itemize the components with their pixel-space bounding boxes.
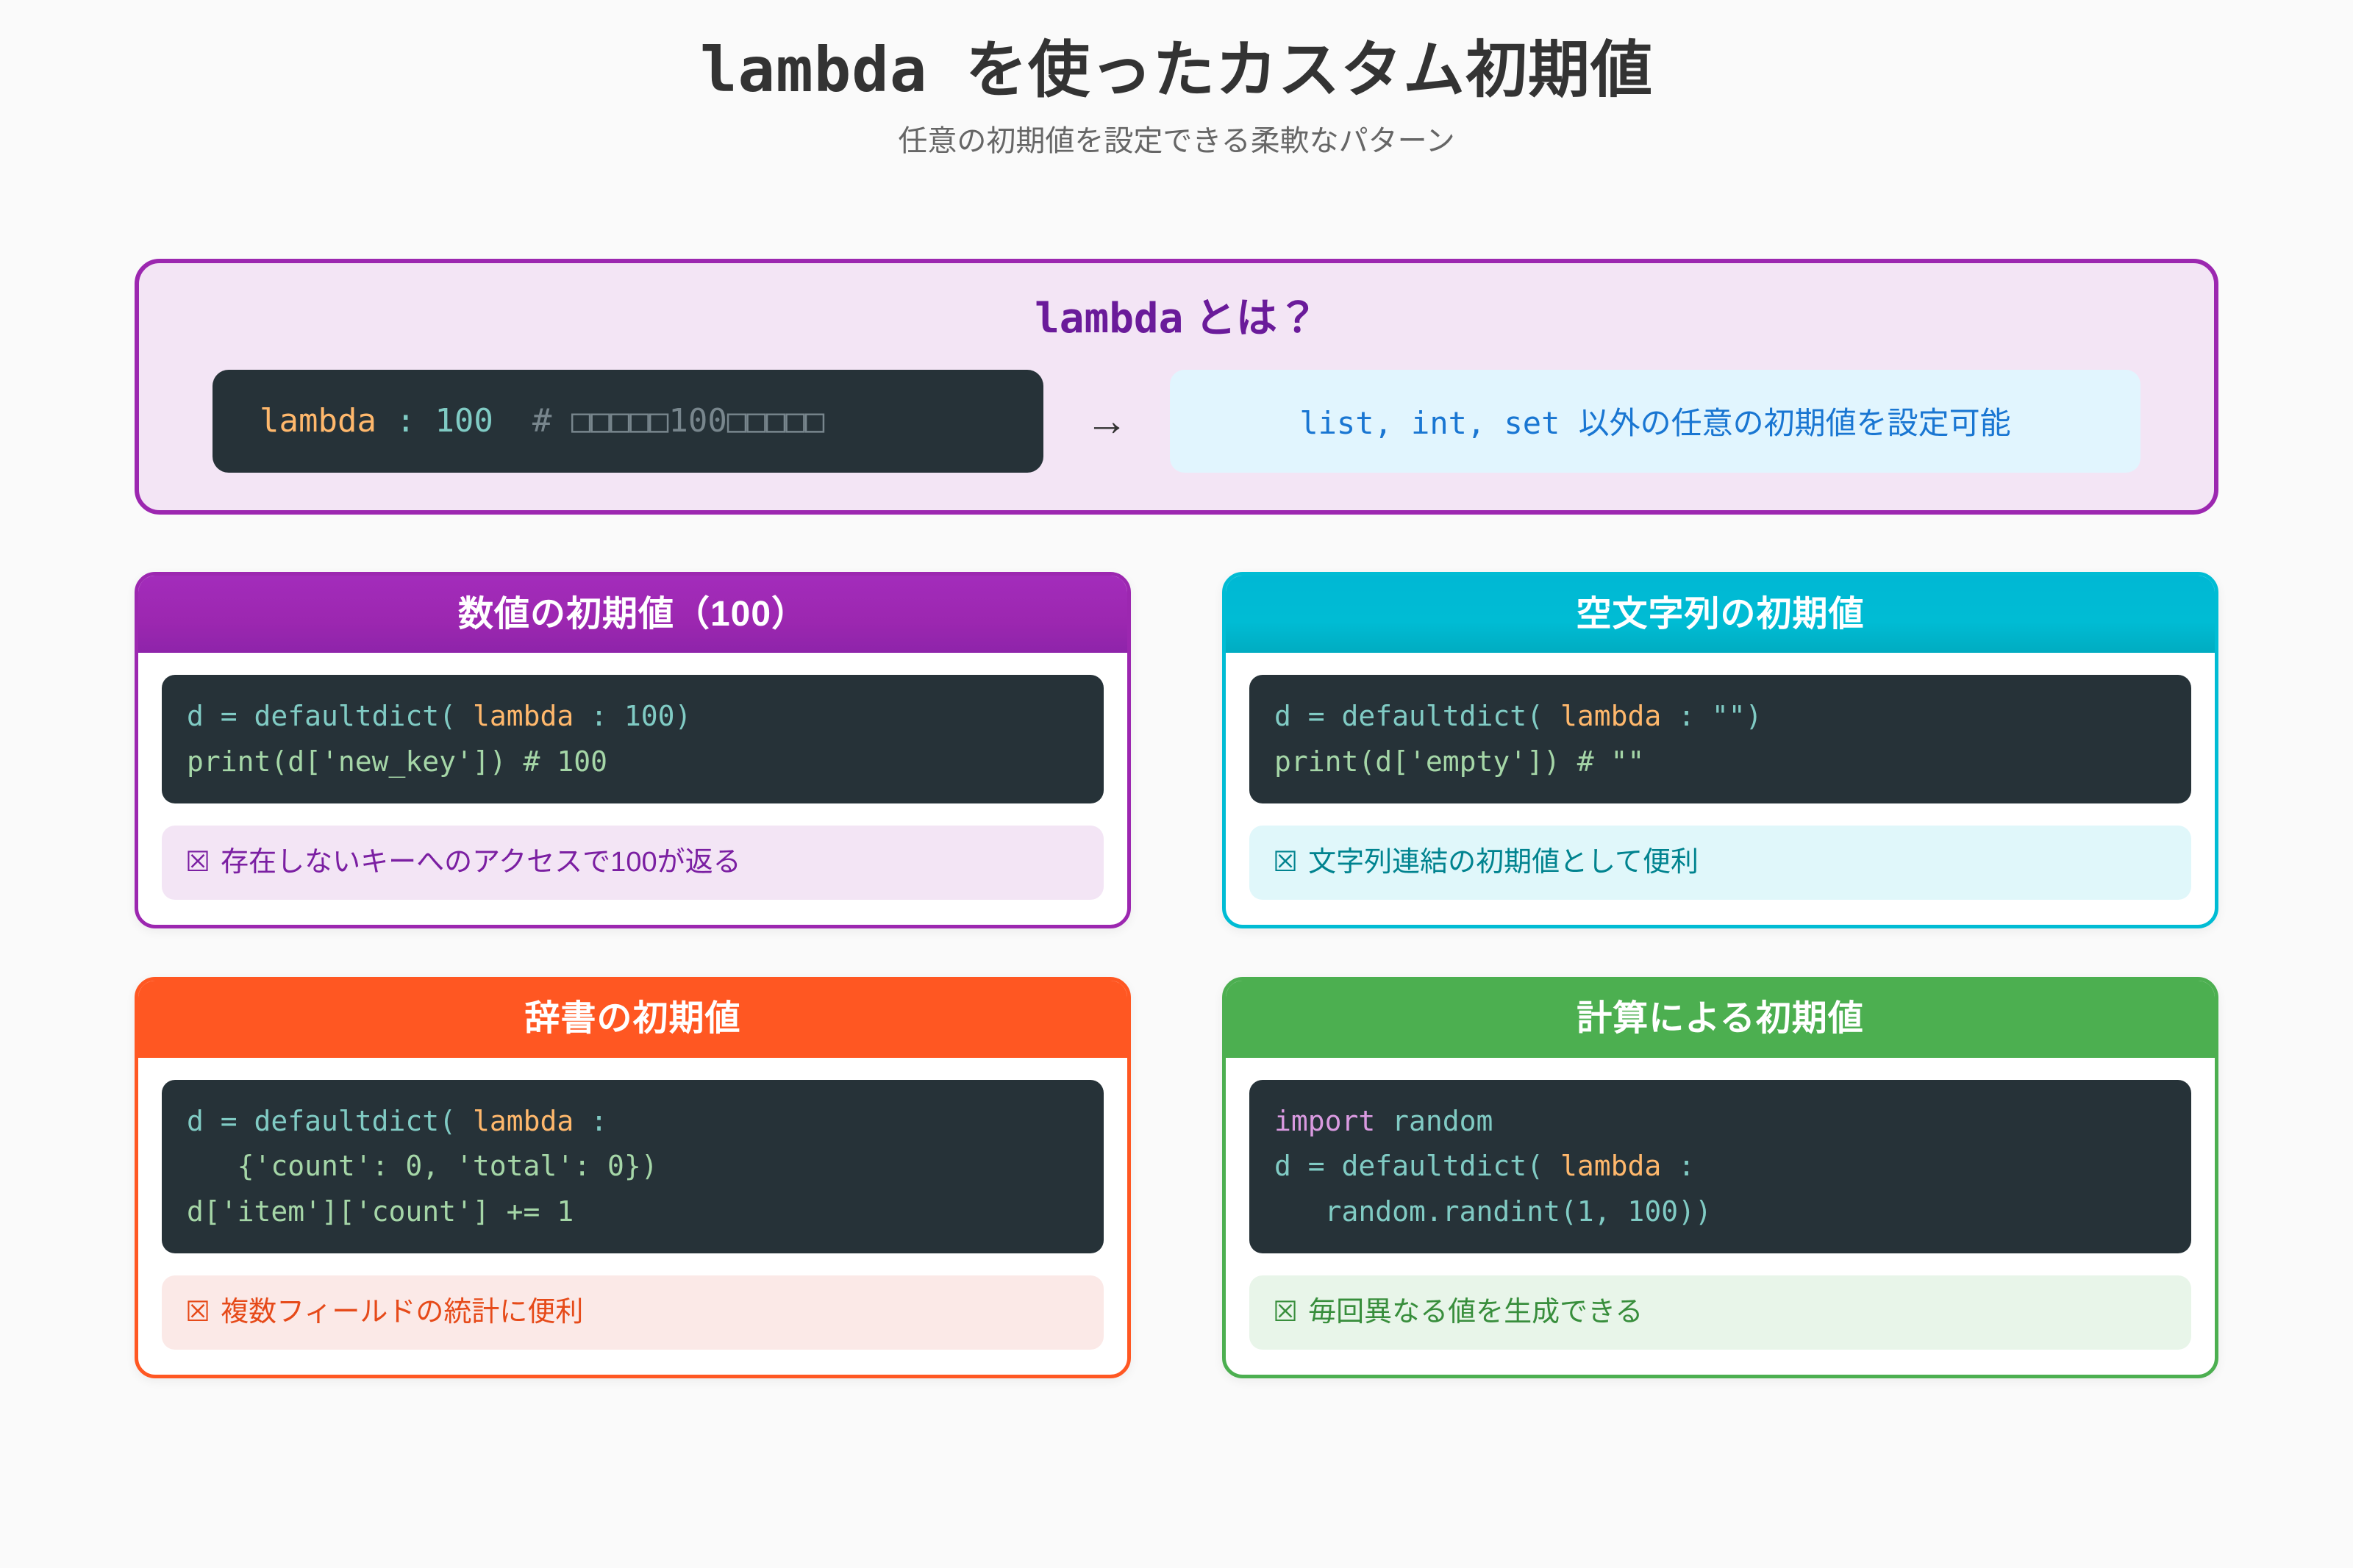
- checkbox-x-icon: ☒: [185, 1295, 211, 1328]
- page-title: lambda を使ったカスタム初期値: [0, 35, 2353, 104]
- code-line: import random: [1274, 1099, 2166, 1145]
- code-line: print(d['new_key']) # 100: [187, 740, 1079, 785]
- page-header: lambda を使ったカスタム初期値 任意の初期値を設定できる柔軟なパターン: [0, 0, 2353, 159]
- code-token: lambda: [1560, 1150, 1662, 1183]
- intro-code-comment: # □□□□□100□□□□□: [493, 402, 825, 440]
- code-token: d = defaultdict(: [187, 1104, 473, 1137]
- arrow-right-icon: →: [1085, 396, 1128, 445]
- checkbox-x-icon: ☒: [1273, 1295, 1299, 1328]
- card-body-empty-string-default: d = defaultdict( lambda : "") print(d['em…: [1226, 653, 2215, 925]
- code-token: import: [1274, 1104, 1376, 1137]
- intro-code-keyword: lambda: [260, 402, 376, 440]
- code-block-empty-string-default: d = defaultdict( lambda : "") print(d['em…: [1249, 675, 2191, 804]
- intro-result-box: list, int, set 以外の任意の初期値を設定可能: [1170, 369, 2140, 473]
- intro-heading-mono: lambda: [1035, 295, 1184, 343]
- code-token: : ""): [1661, 700, 1763, 732]
- checkbox-x-icon: ☒: [1273, 845, 1299, 878]
- code-token: d = defaultdict(: [1274, 1150, 1560, 1183]
- code-line: print(d['empty']) # "": [1274, 740, 2166, 785]
- intro-heading-rest: とは？: [1183, 295, 1318, 341]
- code-line: {'count': 0, 'total': 0}): [187, 1144, 1079, 1189]
- intro-heading: lambda とは？: [139, 296, 2214, 342]
- checkbox-x-icon: ☒: [185, 845, 211, 878]
- code-token: : 100): [574, 700, 692, 732]
- card-header-dict-default: 辞書の初期値: [138, 980, 1127, 1058]
- code-line: d = defaultdict( lambda : 100): [187, 694, 1079, 740]
- code-line: d = defaultdict( lambda :: [1274, 1144, 2166, 1189]
- code-token: d = defaultdict(: [187, 700, 473, 732]
- code-token: :: [1661, 1150, 1695, 1183]
- card-dict-default: 辞書の初期値 d = defaultdict( lambda : {'count…: [135, 976, 1131, 1378]
- card-header-empty-string-default: 空文字列の初期値: [1226, 576, 2215, 653]
- note-numeric-default: ☒ 存在しないキーへのアクセスで100が返る: [162, 826, 1104, 900]
- code-token: random: [1375, 1104, 1493, 1137]
- note-text: 存在しないキーへのアクセスで100が返る: [221, 847, 741, 878]
- note-text: 複数フィールドの統計に便利: [221, 1297, 584, 1328]
- note-dict-default: ☒ 複数フィールドの統計に便利: [162, 1275, 1104, 1350]
- card-header-computed-default: 計算による初期値: [1226, 980, 2215, 1058]
- intro-code-value: 100: [435, 402, 493, 440]
- code-token: {'count': 0, 'total': 0}): [187, 1150, 658, 1183]
- code-token: print(d['new_key']) # 100: [187, 745, 607, 778]
- code-token: d['item']['count'] += 1: [187, 1195, 574, 1228]
- code-block-numeric-default: d = defaultdict( lambda : 100) print(d['n…: [162, 675, 1104, 804]
- code-line: d = defaultdict( lambda : ""): [1274, 694, 2166, 740]
- note-empty-string-default: ☒ 文字列連結の初期値として便利: [1249, 826, 2191, 900]
- card-body-numeric-default: d = defaultdict( lambda : 100) print(d['n…: [138, 653, 1127, 925]
- code-line: d = defaultdict( lambda :: [187, 1099, 1079, 1145]
- note-text: 文字列連結の初期値として便利: [1308, 847, 1699, 878]
- page-title-rest: を使ったカスタム初期値: [927, 34, 1653, 106]
- intro-code-colon: :: [376, 402, 435, 440]
- card-header-numeric-default: 数値の初期値（100）: [138, 576, 1127, 653]
- note-computed-default: ☒ 毎回異なる値を生成できる: [1249, 1275, 2191, 1350]
- code-line: d['item']['count'] += 1: [187, 1189, 1079, 1235]
- code-token: d = defaultdict(: [1274, 700, 1560, 732]
- code-token: print(d['empty']) # "": [1274, 745, 1645, 778]
- page-title-mono: lambda: [699, 34, 928, 106]
- code-token: lambda: [472, 700, 574, 732]
- code-line: random.randint(1, 100)): [1274, 1189, 2166, 1235]
- card-empty-string-default: 空文字列の初期値 d = defaultdict( lambda : "") pr…: [1222, 572, 2218, 928]
- intro-banner: lambda とは？ lambda : 100 # □□□□□100□□□□□ …: [135, 259, 2218, 515]
- card-numeric-default: 数値の初期値（100） d = defaultdict( lambda : 10…: [135, 572, 1131, 928]
- card-body-dict-default: d = defaultdict( lambda : {'count': 0, '…: [138, 1058, 1127, 1375]
- intro-code-block: lambda : 100 # □□□□□100□□□□□: [213, 369, 1043, 473]
- code-token: lambda: [472, 1104, 574, 1137]
- page-subtitle: 任意の初期値を設定できる柔軟なパターン: [898, 125, 1455, 158]
- code-block-dict-default: d = defaultdict( lambda : {'count': 0, '…: [162, 1079, 1104, 1254]
- intro-row: lambda : 100 # □□□□□100□□□□□ → list, int…: [139, 369, 2214, 473]
- card-grid: 数値の初期値（100） d = defaultdict( lambda : 10…: [135, 572, 2218, 1378]
- code-token: random.randint(1, 100)): [1274, 1195, 1712, 1228]
- code-token: lambda: [1560, 700, 1662, 732]
- note-text: 毎回異なる値を生成できる: [1308, 1297, 1643, 1328]
- code-token: :: [574, 1104, 607, 1137]
